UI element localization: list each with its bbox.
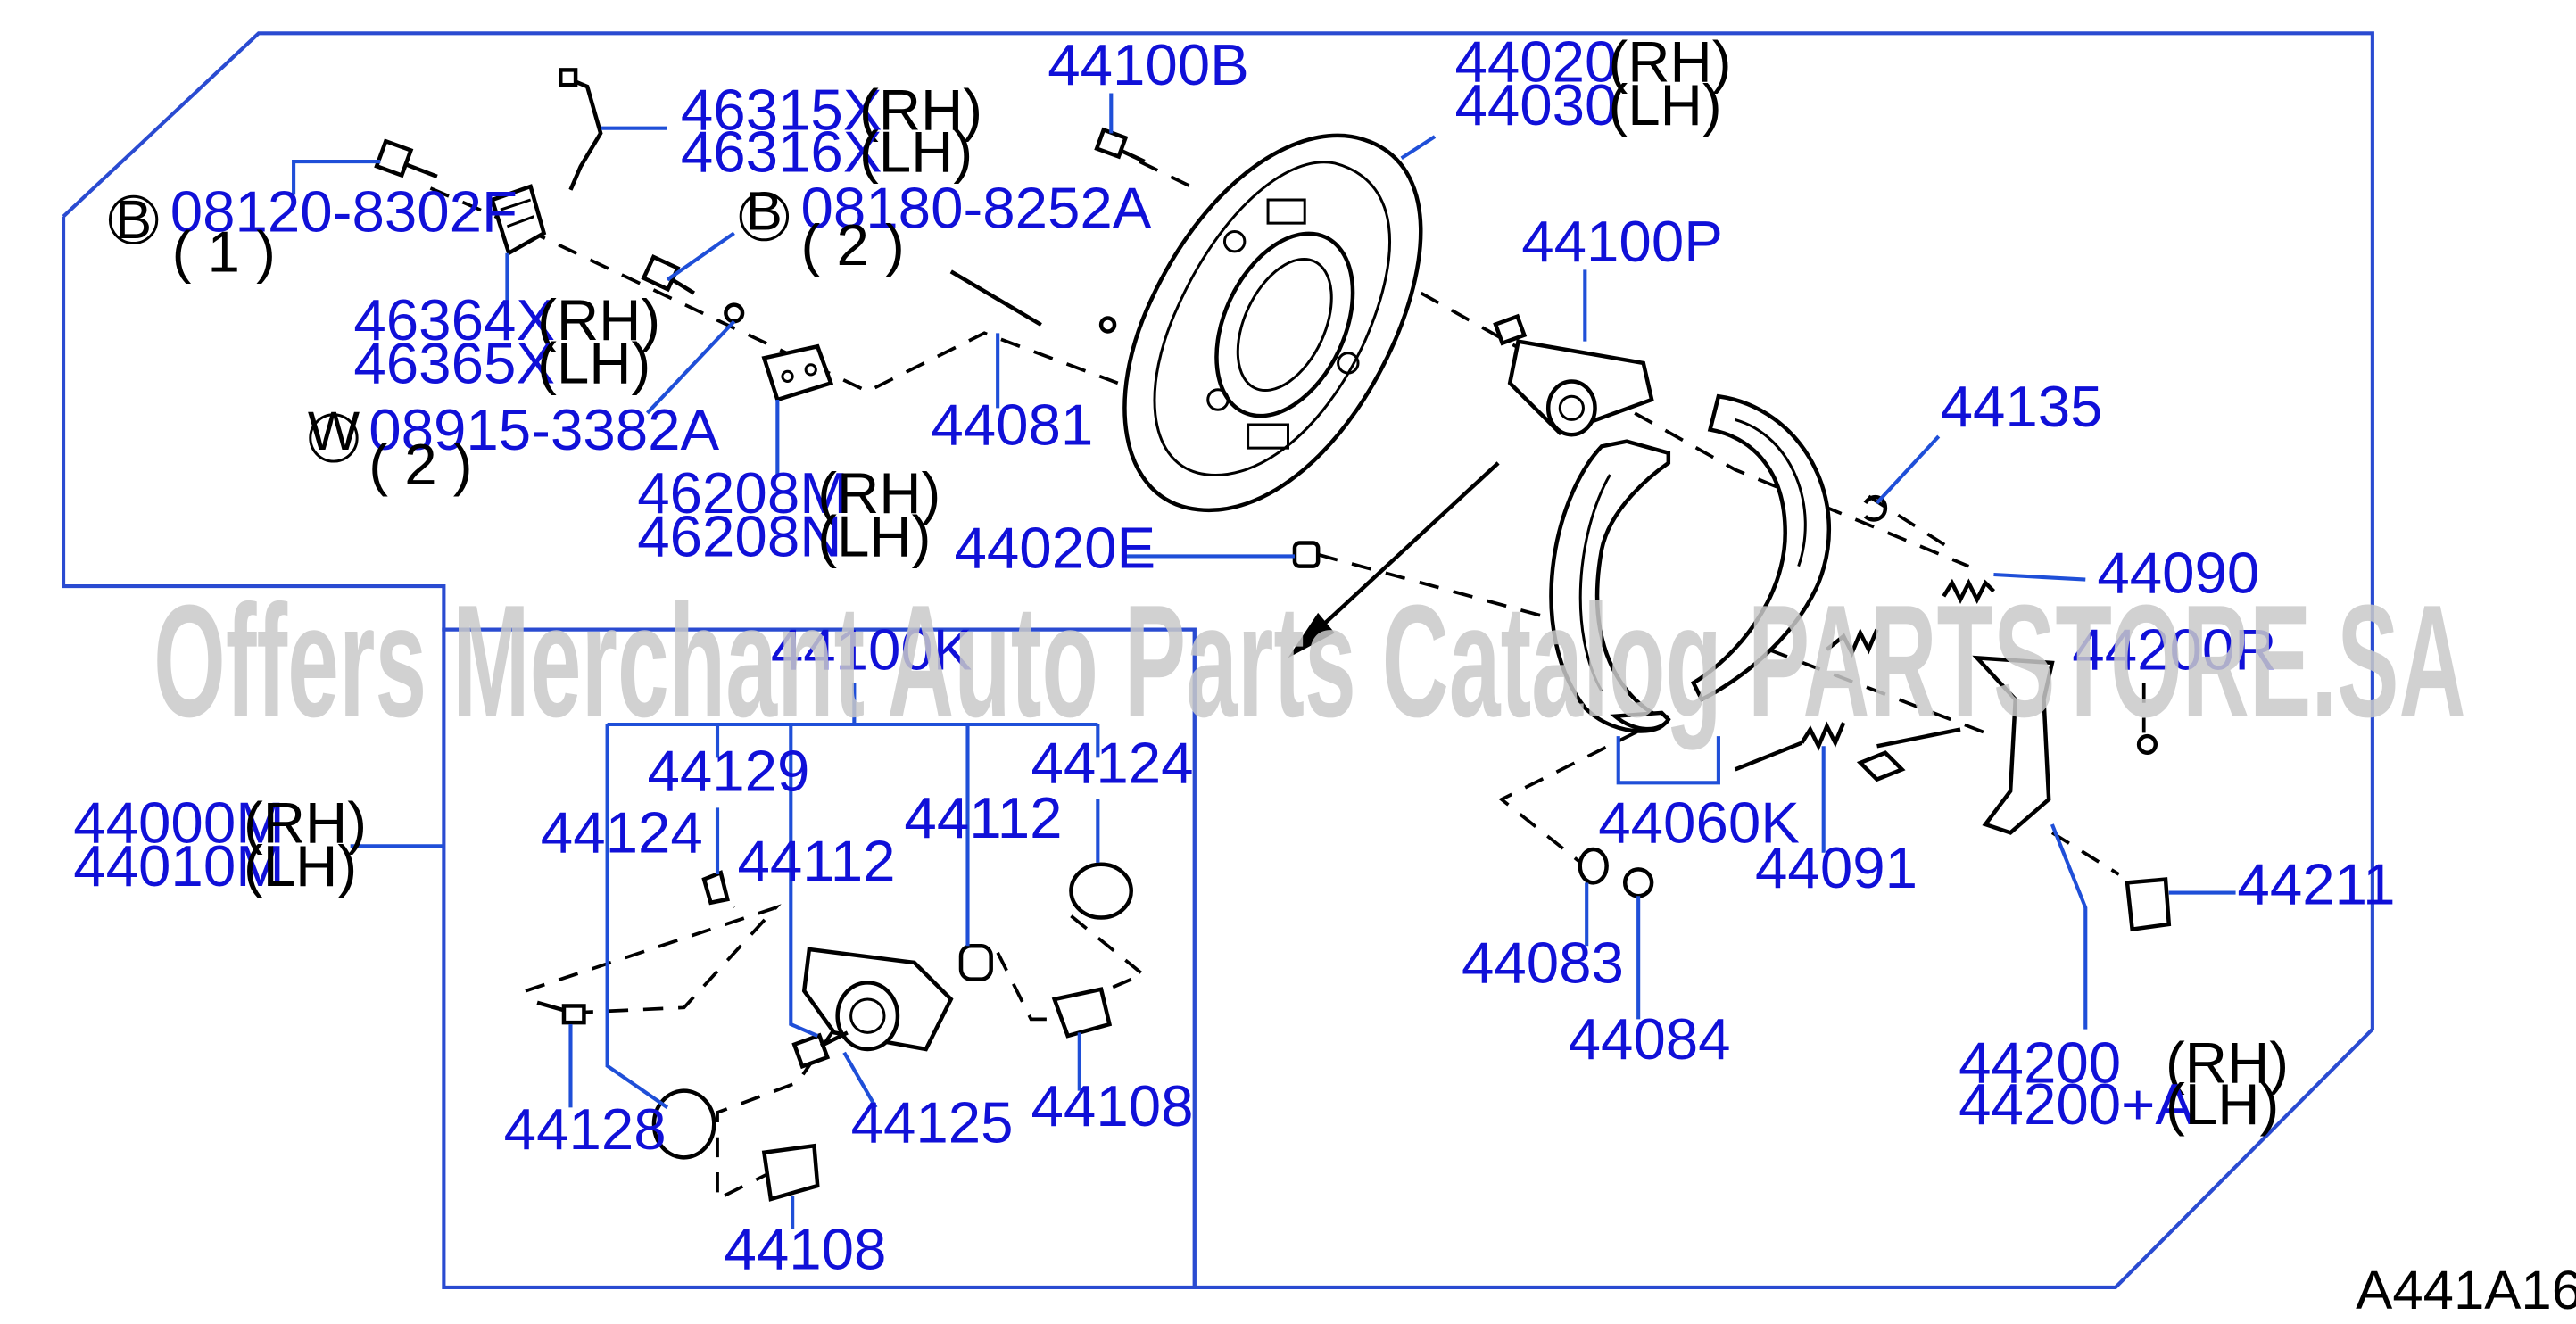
kit-boot-part — [1051, 987, 1113, 1039]
part-number-44060k[interactable]: 44060K — [1598, 790, 1800, 856]
part-number-46365x[interactable]: 46365X — [353, 330, 555, 395]
part-number-44124[interactable]: 44124 — [541, 800, 703, 865]
watermark: Offers Merchant Auto Parts Catalog PARTS… — [153, 573, 2466, 751]
labels: 46315X (RH) 46316X (LH) 08120-8302F ( 1 … — [73, 29, 2576, 1322]
part-number-44010m[interactable]: 44010M — [73, 833, 284, 898]
part-number-44108[interactable]: 44108 — [1031, 1073, 1194, 1138]
kit-cup-part-2 — [651, 1088, 716, 1160]
part-number-44211[interactable]: 44211 — [2237, 852, 2395, 917]
side-tag: (RH) — [817, 460, 940, 525]
part-number-08120-8302f[interactable]: 08120-8302F — [170, 179, 518, 244]
side-tag: (LH) — [817, 504, 931, 569]
washer-part — [724, 302, 745, 324]
svg-text:W: W — [308, 401, 360, 462]
quantity: ( 1 ) — [172, 219, 276, 284]
kit-cylinder-part — [801, 947, 954, 1052]
kit-piston-part — [958, 944, 993, 981]
kit-screw-part — [536, 1000, 586, 1025]
part-number-08915-3382a[interactable]: 08915-3382A — [369, 397, 719, 462]
direction-arrow — [1288, 461, 1500, 658]
pin-part — [1578, 847, 1609, 885]
part-number-46315x[interactable]: 46315X — [681, 78, 882, 143]
bleeder-bolt-part — [1094, 127, 1146, 164]
part-number-44125[interactable]: 44125 — [851, 1090, 1014, 1155]
part-number-44081[interactable]: 44081 — [931, 392, 1093, 457]
side-tag: (RH) — [859, 78, 982, 143]
side-tag: (LH) — [859, 119, 973, 184]
part-number-44000m[interactable]: 44000M — [73, 790, 284, 856]
side-tag: (LH) — [537, 330, 650, 395]
bolt-part — [374, 138, 438, 178]
leader-lines — [292, 93, 2236, 1229]
svg-text:B: B — [746, 181, 783, 243]
marker-b-2: B — [739, 181, 790, 243]
part-number-46364x[interactable]: 46364X — [353, 287, 555, 352]
part-number-44090[interactable]: 44090 — [2097, 541, 2259, 606]
part-number-44200r[interactable]: 44200R — [2072, 616, 2276, 682]
plug-part — [1292, 541, 1321, 568]
clip-spring-part — [1863, 494, 1888, 522]
side-tag: (RH) — [2166, 1030, 2289, 1095]
part-number-46208n[interactable]: 46208N — [637, 504, 841, 569]
bracket-part — [761, 343, 834, 402]
part-number-44100p[interactable]: 44100P — [1521, 209, 1723, 274]
kit-cup-part — [1069, 862, 1133, 920]
part-number-44112[interactable]: 44112 — [737, 829, 895, 894]
retainer-clip-part — [2125, 877, 2172, 932]
brake-tube-part — [559, 68, 603, 191]
adjuster-part — [1826, 627, 1961, 782]
side-tag: (LH) — [244, 833, 357, 898]
side-tag: (RH) — [537, 287, 660, 352]
part-number-44083[interactable]: 44083 — [1462, 930, 1624, 995]
kit-bleeder-part — [791, 1030, 849, 1070]
part-number-44030[interactable]: 44030 — [1454, 72, 1617, 137]
part-number-46208m[interactable]: 46208M — [637, 460, 848, 525]
bolt-part-2 — [641, 254, 696, 295]
marker-b-1: B — [108, 189, 159, 251]
part-number-44100b[interactable]: 44100B — [1048, 32, 1249, 97]
part-number-44200[interactable]: 44200 — [1959, 1030, 2121, 1095]
clip-part — [489, 184, 547, 257]
kit-boot-part-2 — [761, 1143, 820, 1202]
quantity: ( 2 ) — [369, 432, 472, 497]
marker-w: W — [308, 401, 360, 463]
part-number-44020[interactable]: 44020 — [1454, 29, 1617, 95]
side-tag: (LH) — [1609, 72, 1722, 137]
back-plate-part — [1098, 133, 1423, 513]
side-tag: (RH) — [244, 790, 367, 856]
part-number-44091[interactable]: 44091 — [1755, 835, 1918, 900]
spring-part — [1942, 578, 1996, 605]
brake-shoe-part — [1549, 393, 1832, 733]
stud-part — [949, 269, 1042, 327]
part-number-44100k[interactable]: 44100K — [771, 616, 973, 682]
wheel-cylinder-part — [1493, 313, 1654, 437]
side-tag: (RH) — [1609, 29, 1732, 95]
part-number-44112[interactable]: 44112 — [904, 785, 1062, 850]
part-number-44124[interactable]: 44124 — [1031, 730, 1194, 795]
part-number-44135[interactable]: 44135 — [1941, 374, 2103, 439]
cup-part — [1622, 867, 1654, 898]
part-number-44128[interactable]: 44128 — [504, 1096, 667, 1162]
kit-spring-part — [701, 870, 730, 906]
spring-part-2 — [1734, 721, 1846, 772]
part-number-44084[interactable]: 44084 — [1569, 1006, 1731, 1072]
part-number-44200-a[interactable]: 44200+A — [1959, 1072, 2194, 1137]
side-tag: (LH) — [2166, 1072, 2279, 1137]
diagram-code: A441A163 — [2356, 1260, 2576, 1321]
part-number-44129[interactable]: 44129 — [647, 739, 809, 804]
svg-text:B: B — [115, 189, 152, 251]
cylinder-kit-frame — [442, 627, 1197, 1289]
part-number-08180-8252a[interactable]: 08180-8252A — [801, 176, 1152, 241]
part-number-46316x[interactable]: 46316X — [681, 119, 882, 184]
part-number-44020e[interactable]: 44020E — [955, 516, 1156, 581]
part-number-44108[interactable]: 44108 — [725, 1216, 887, 1281]
lever-part — [1972, 655, 2055, 835]
lever-washer-part — [2136, 733, 2158, 755]
quantity: ( 2 ) — [801, 212, 905, 277]
